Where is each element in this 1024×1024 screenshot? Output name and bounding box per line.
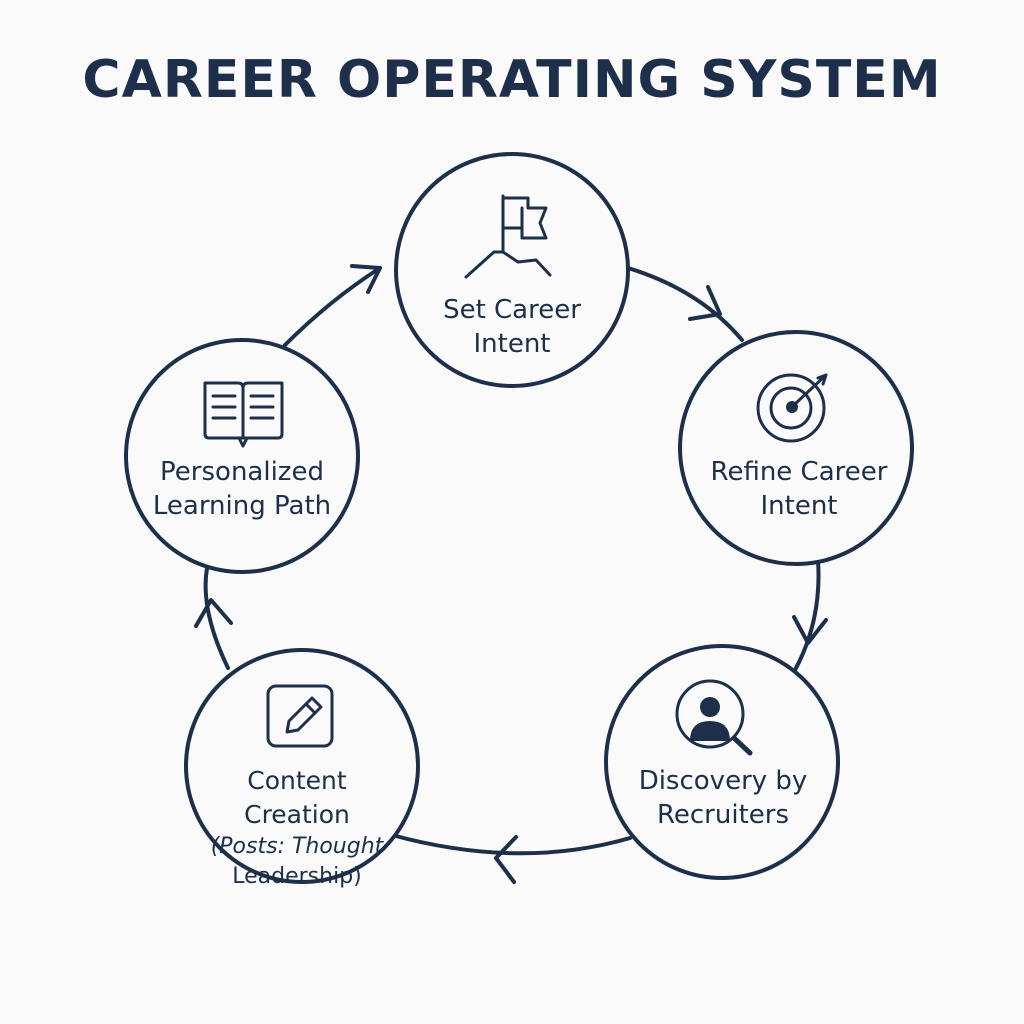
- arrow-head-to-refine: [688, 285, 722, 321]
- node-label-line: (Posts: Thought: [210, 834, 384, 859]
- node-circle-content-creation[interactable]: [184, 648, 420, 884]
- person-head: [700, 697, 720, 717]
- node-label-line: Set Career: [443, 295, 581, 325]
- node-label-discovery: Discovery by Recruiters: [618, 764, 828, 832]
- target-center-dot: [786, 401, 798, 413]
- page-title: CAREER OPERATING SYSTEM: [82, 50, 942, 110]
- node-label-line: Intent: [473, 329, 551, 359]
- node-label-line: Leadership): [232, 864, 362, 889]
- arrow-head-to-discovery: [792, 615, 828, 645]
- arc-discovery-to-content: [390, 833, 632, 856]
- node-label-line: Refine Career: [710, 457, 888, 487]
- arrow-head-to-intent: [350, 264, 382, 294]
- node-label-set-intent: Set Career Intent: [407, 293, 617, 361]
- open-book-icon: [203, 381, 284, 448]
- flag-on-mountain-icon: [464, 194, 552, 279]
- node-label-line: Personalized: [160, 457, 324, 487]
- node-circle-discovery[interactable]: [604, 644, 840, 880]
- node-label-learning-path: Personalized Learning Path: [137, 455, 347, 523]
- node-label-line: Learning Path: [152, 491, 332, 521]
- node-circle-learning-path[interactable]: [124, 338, 360, 574]
- node-label-line: Content Creation: [244, 766, 350, 829]
- node-label-line: Intent: [760, 491, 838, 521]
- node-circle-refine-intent[interactable]: [678, 330, 914, 566]
- arc-learning-to-intent: [283, 266, 382, 347]
- arrow-head-to-learning: [194, 598, 233, 628]
- arc-refine-to-discovery: [793, 558, 821, 672]
- person-search-icon: [675, 679, 753, 756]
- target-icon: [756, 373, 828, 443]
- node-label-line: Discovery by: [638, 766, 808, 796]
- node-label-content-creation: Content Creation (Posts: Thought Leaders…: [192, 764, 402, 892]
- arc-intent-to-refine: [626, 266, 744, 342]
- node-circle-set-intent[interactable]: [394, 152, 630, 388]
- node-label-refine-intent: Refine Career Intent: [694, 455, 904, 523]
- arrow-head-to-content: [494, 835, 518, 884]
- person-body: [690, 721, 730, 741]
- arc-content-to-learning: [203, 566, 230, 670]
- node-label-line: Recruiters: [656, 800, 789, 830]
- pencil-edit-icon: [266, 684, 334, 748]
